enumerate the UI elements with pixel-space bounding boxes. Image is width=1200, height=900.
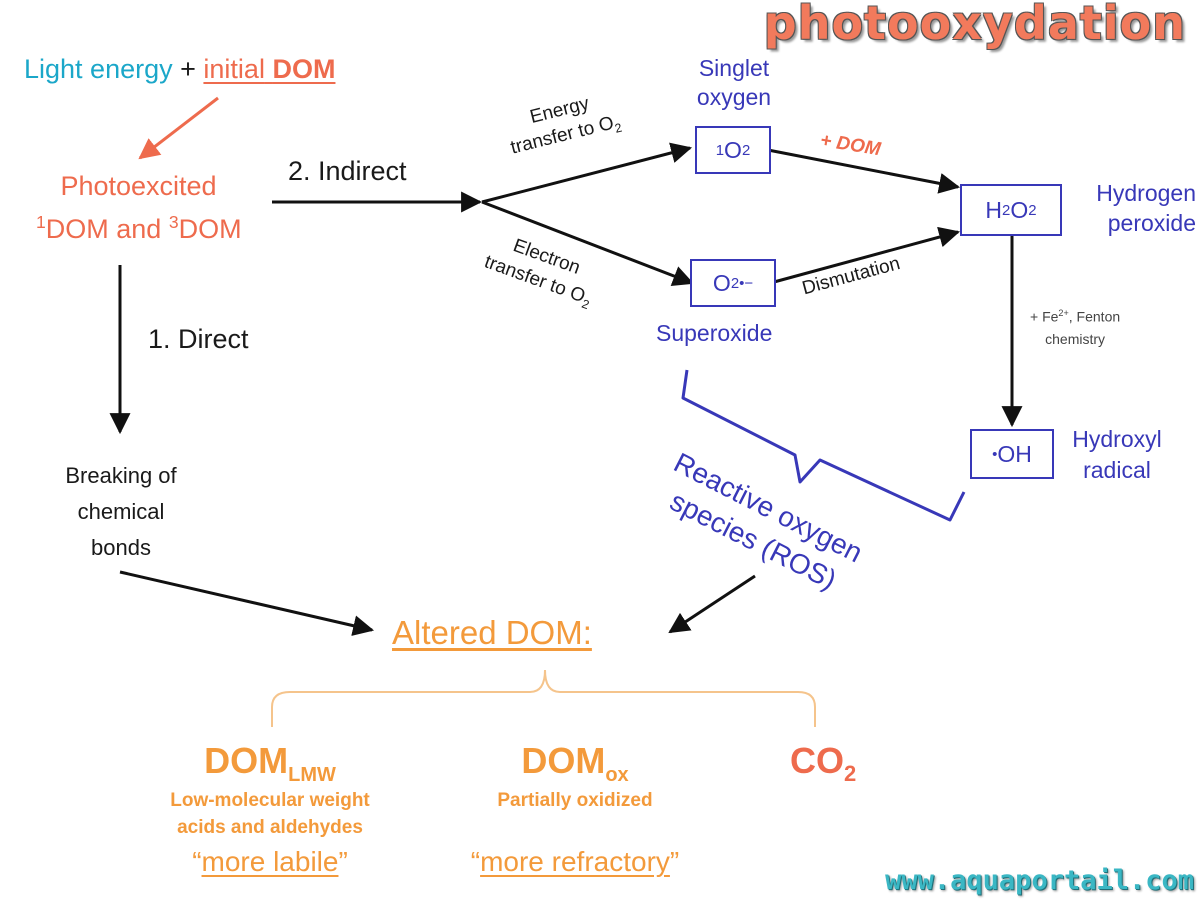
hydroxyl-dot: • [992,445,998,463]
co2-sub: 2 [844,761,857,787]
arrow-breaking-to-altered [119,570,375,636]
initial-dom-label: initial DOM [203,54,335,84]
breaking-line3: bonds [91,535,151,560]
fenton-word: , Fenton [1068,308,1121,325]
ox-quote-text: more refractory [480,846,670,878]
fenton-line1: + Fe2+, Fenton [1030,302,1120,328]
superoxide-sup: •− [739,274,754,292]
radical-word: radical [1083,457,1151,483]
ox-title: DOMox [430,740,720,787]
breaking-line2: chemical [77,499,165,524]
singlet-sup: 1 [715,141,725,159]
peroxide-word: peroxide [1107,210,1196,236]
plus-sign: + [180,54,196,84]
h2o2-sub2: 2 [1028,201,1037,219]
ox-sub: ox [605,764,629,787]
hydroxyl-radical-label: Hydroxyl radical [1062,424,1172,486]
lmw-title: DOMLMW [105,740,435,787]
h2o2-sub1: 2 [1002,201,1011,219]
singlet-oxygen-label: Singlet oxygen [686,54,782,112]
breaking-line1: Breaking of [65,463,177,488]
oxygen-word: oxygen [696,84,772,110]
direct-label: 1. Direct [148,324,249,354]
ox-main: DOM [521,740,606,781]
fenton-sup: 2+ [1058,308,1069,318]
ox-quote: “more refractory” [430,846,720,878]
hydroxyl-box: •OH [970,429,1054,479]
arrow-electron-transfer [481,200,694,286]
fenton-label: + Fe2+, Fenton chemistry [1030,302,1120,350]
lmw-desc2: acids and aldehydes [177,817,363,839]
hydrogen-word: Hydrogen [1096,180,1196,206]
dom-3: DOM [178,214,242,244]
fenton-line2: chemistry [1045,330,1106,347]
superoxide-sub: 2 [730,274,740,292]
hydrogen-peroxide-label: Hydrogen peroxide [1068,178,1196,238]
lmw-desc1: Low-molecular weight [170,790,370,812]
ox-q-open: “ [470,846,481,878]
product-ox: DOMox Partially oxidized “more refractor… [430,740,720,878]
h2o2-h: H [985,196,1003,223]
photoexcited-label: Photoexcited 1DOM and 3DOM [36,168,242,247]
hydroxyl-oh: OH [997,440,1032,467]
sup-1: 1 [36,212,46,232]
arrow-singlet-to-h2o2 [767,148,961,194]
singlet-sub: 2 [741,141,751,159]
products-brace [271,669,816,727]
singlet-word: Singlet [698,55,770,81]
dom-and: DOM and [45,214,169,244]
lmw-sub: LMW [288,764,336,787]
fenton-fe: + Fe [1030,308,1059,325]
lmw-q-close: ” [338,846,348,878]
ox-q-close: ” [669,846,680,878]
lmw-quote-text: more labile [201,846,339,878]
initial-word: initial [203,54,265,84]
light-energy-label: Light energy [24,54,173,84]
product-lmw: DOMLMW Low-molecular weight acids and al… [105,740,435,878]
lmw-q-open: “ [192,846,202,878]
dom-word: DOM [272,54,336,84]
singlet-o: O [724,136,742,163]
photoexcited-line2: 1DOM and 3DOM [36,204,242,247]
altered-dom-label: Altered DOM: [392,614,592,651]
product-co2: CO2 [790,740,856,787]
arrow-superoxide-to-h2o2 [773,226,961,284]
ros-brace [681,369,966,522]
superoxide-o: O [712,269,731,296]
indirect-label: 2. Indirect [288,156,407,186]
website-watermark: www.aquaportail.com [885,865,1194,896]
co2-main: CO [790,740,844,781]
lmw-main: DOM [204,740,289,781]
source-line: Light energy + initial DOM [24,54,335,85]
breaking-bonds-label: Breaking of chemical bonds [38,458,204,566]
arrow-ros-to-altered [668,574,756,634]
sup-3: 3 [168,212,179,232]
hydroxyl-word: Hydroxyl [1072,426,1162,452]
arrow-energy-transfer [481,142,693,204]
photoexcited-line1: Photoexcited [60,171,217,201]
title: photooxydation [763,0,1186,50]
h2o2-o: O [1010,196,1029,223]
ox-desc1: Partially oxidized [497,790,653,812]
lmw-quote: “more labile” [105,846,435,878]
arrow-light-to-photoexcited [138,96,219,160]
superoxide-label: Superoxide [656,320,773,346]
